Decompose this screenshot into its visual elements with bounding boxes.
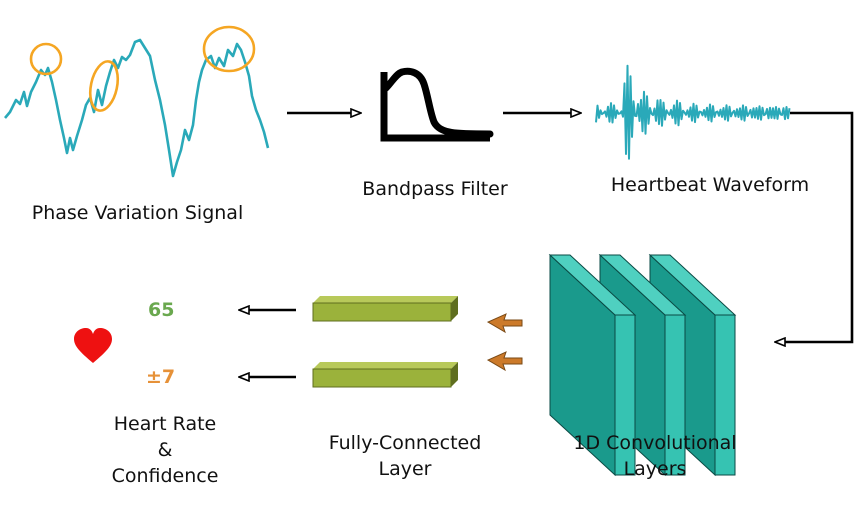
block-arrow-bottom bbox=[486, 351, 523, 372]
arrow-waveform-to-conv bbox=[776, 111, 854, 342]
label-bandpass-filter: Bandpass Filter bbox=[362, 178, 508, 200]
conv-layer-1 bbox=[548, 253, 637, 477]
label-heartbeat-waveform: Heartbeat Waveform bbox=[610, 174, 810, 196]
label-heart-rate-confidence: Heart Rate & Confidence bbox=[80, 411, 250, 489]
label-fc-line2: Layer bbox=[378, 458, 432, 480]
label-fully-connected: Fully-Connected Layer bbox=[290, 430, 520, 482]
heartbeat-waveform bbox=[595, 64, 791, 160]
fc-bar-top bbox=[312, 296, 458, 322]
highlight-circle-2 bbox=[88, 60, 120, 112]
bandpass-filter-icon bbox=[380, 67, 494, 142]
highlight-circle-1 bbox=[29, 42, 63, 76]
confidence-value: ±7 bbox=[146, 366, 176, 388]
heart-icon bbox=[74, 328, 112, 363]
phase-variation-signal bbox=[4, 38, 270, 178]
label-conv-line2: Layers bbox=[623, 458, 687, 480]
label-fc-line1: Fully-Connected bbox=[328, 432, 482, 454]
label-phase-variation-signal: Phase Variation Signal bbox=[31, 202, 244, 224]
fc-bar-bottom bbox=[312, 362, 458, 388]
block-arrow-top bbox=[486, 313, 523, 334]
highlight-circle-3 bbox=[202, 25, 256, 73]
heart-rate-value: 65 bbox=[148, 299, 175, 321]
label-conv-layers: 1D Convolutional Layers bbox=[540, 430, 770, 482]
label-hr-line2: & bbox=[157, 439, 173, 461]
label-conv-line1: 1D Convolutional bbox=[573, 432, 737, 454]
label-hr-line3: Confidence bbox=[111, 465, 219, 487]
conv-layers-stack bbox=[548, 253, 737, 477]
label-hr-line1: Heart Rate bbox=[113, 413, 217, 435]
